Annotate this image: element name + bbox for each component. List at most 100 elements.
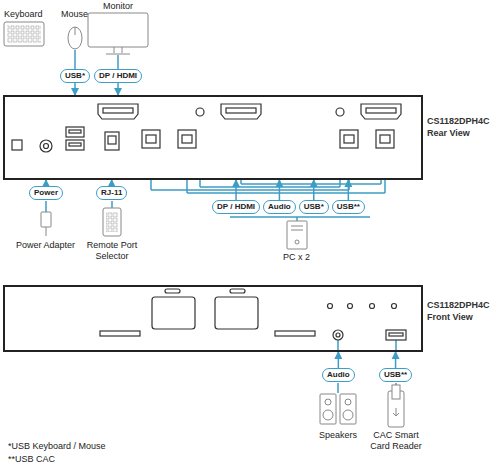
drawing-stroke (366, 108, 396, 113)
drawing-stroke (340, 394, 356, 424)
drawing-stroke (333, 330, 343, 340)
drawing-stroke (230, 216, 370, 218)
cable-connector (235, 180, 237, 200)
drawing-stroke (66, 127, 84, 137)
drawing-stroke (337, 383, 339, 393)
drawing-stroke (291, 230, 303, 231)
drawing-stroke (108, 136, 116, 144)
drawing-stroke (287, 221, 307, 249)
drawing-stroke (142, 130, 160, 148)
drawing-stroke (182, 135, 192, 143)
signal-pill: RJ-11 (96, 186, 127, 200)
card-reader-icon (388, 385, 404, 427)
mouse-icon (68, 27, 82, 49)
drawing-stroke (376, 130, 394, 148)
device-label: Monitor (103, 1, 133, 12)
drawing-stroke (45, 201, 47, 212)
drawing-stroke (44, 144, 49, 149)
cable-connector (338, 352, 340, 368)
signal-pill: Audio (263, 200, 296, 214)
signal-name: Power (34, 188, 58, 197)
device-panel: CS1182DPH4C Front View (3, 285, 423, 352)
drawing-stroke (75, 27, 76, 35)
device-label: Remote Port Selector (80, 240, 144, 262)
drawing-stroke (392, 385, 400, 399)
rear-panel-ports (12, 104, 401, 152)
cable-connector (74, 83, 76, 95)
drawing-stroke (41, 212, 51, 227)
device-label: Mouse (61, 9, 88, 20)
drawing-stroke (199, 180, 201, 187)
device-label: Power Adapter (16, 240, 75, 251)
cable-connector (348, 180, 350, 200)
drawing-stroke (98, 104, 138, 119)
drawing-stroke (323, 410, 333, 420)
drawing-stroke (370, 304, 375, 309)
signal-name: USB* (304, 202, 324, 211)
drawing-stroke (296, 217, 298, 221)
drawing-stroke (146, 135, 156, 143)
device-label: Speakers (319, 430, 357, 441)
monitor-icon (88, 13, 148, 54)
drawing-stroke (336, 333, 340, 337)
drawing-stroke (69, 143, 81, 146)
drawing-stroke (152, 297, 195, 329)
drawing-stroke (221, 104, 261, 119)
drawing-stroke (389, 333, 403, 336)
footnote: **USB CAC (8, 454, 55, 465)
signal-name: RJ-11 (101, 188, 122, 197)
power-adapter-icon (41, 212, 51, 236)
drawing-stroke (344, 135, 354, 143)
device-label: CAC Smart Card Reader (364, 430, 428, 452)
signal-pill: Power (29, 186, 63, 200)
drawing-stroke (386, 330, 406, 340)
signal-name: DP / HDMI (99, 71, 137, 80)
drawing-stroke (40, 140, 52, 152)
drawing-stroke (291, 226, 303, 227)
drawing-stroke (336, 108, 344, 116)
drawing-stroke (150, 180, 152, 190)
device-panel: CS1182DPH4C Rear View (3, 95, 423, 180)
drawing-stroke (103, 108, 133, 113)
drawing-stroke (151, 189, 349, 191)
drawing-stroke (215, 297, 258, 329)
drawing-stroke (345, 399, 351, 405)
drawing-stroke (200, 186, 340, 188)
drawing-stroke (275, 331, 315, 336)
drawing-stroke (111, 201, 113, 208)
drawing-stroke (4, 22, 44, 46)
panel-title: CS1182DPH4C Rear View (427, 115, 495, 139)
signal-pill: USB* (299, 200, 329, 214)
drawing-stroke (328, 304, 333, 309)
footnote: *USB Keyboard / Mouse (8, 441, 106, 452)
drawing-stroke (361, 104, 401, 119)
front-panel-parts (100, 289, 406, 340)
drawing-stroke (196, 108, 204, 116)
cable-connector (395, 352, 397, 368)
drawing-stroke (12, 140, 22, 150)
drawing-stroke (186, 180, 188, 193)
signal-name: Audio (268, 202, 291, 211)
drawing-stroke (340, 130, 358, 148)
device-label: Keyboard (4, 9, 43, 20)
drawing-stroke (343, 410, 353, 420)
drawing-stroke (46, 227, 47, 236)
signal-pill: DP / HDMI (94, 69, 142, 83)
signal-name: USB** (384, 370, 407, 379)
device-wire (46, 50, 396, 393)
drawing-stroke (187, 192, 385, 194)
drawing-stroke (68, 27, 82, 49)
drawing-stroke (241, 183, 381, 185)
drawing-stroke (393, 408, 399, 416)
drawing-stroke (295, 240, 299, 244)
drawing-stroke (165, 289, 180, 293)
pc-icon (287, 221, 307, 249)
drawing-stroke (74, 50, 76, 69)
signal-pill: DP / HDMI (212, 200, 260, 214)
drawing-stroke (106, 212, 118, 232)
drawing-stroke (230, 289, 245, 293)
signal-pill: Audio (322, 368, 355, 382)
speakers-icon (320, 394, 356, 424)
signal-name: DP / HDMI (217, 202, 255, 211)
